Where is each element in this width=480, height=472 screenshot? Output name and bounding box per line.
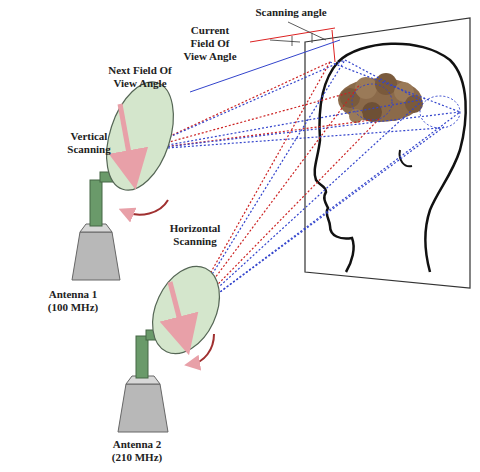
scan-region <box>352 84 392 120</box>
brain-tissue <box>338 73 423 123</box>
antenna-2 <box>118 256 233 432</box>
scan-label: Vertical Scanning <box>58 130 120 156</box>
antenna-label: Antenna 1 (100 MHz) <box>40 288 106 314</box>
scan-label: Horizontal Scanning <box>160 222 230 248</box>
image-panel <box>305 18 470 288</box>
fov-label: Current Field Of View Angle <box>178 24 242 63</box>
current-fov-line <box>332 30 335 62</box>
angle-bracket <box>270 22 326 46</box>
scan-angle-label: Scanning angle <box>246 6 336 19</box>
fov-label: Next Field Of View Angle <box>108 64 172 90</box>
current-fov-line <box>250 28 335 42</box>
antenna-1 <box>72 73 186 280</box>
antenna-label: Antenna 2 (210 MHz) <box>104 438 170 464</box>
scan-region <box>420 96 460 128</box>
